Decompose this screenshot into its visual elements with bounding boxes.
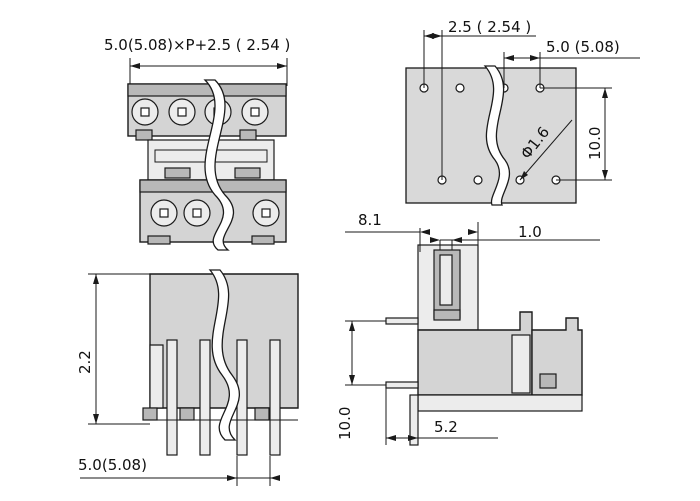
pcb-height-label: 10.0 (586, 127, 604, 160)
side-offset-label: 1.0 (518, 223, 542, 241)
front-pitch-label: 5.0(5.08) (78, 456, 147, 474)
top-view: 5.0(5.08)×P+2.5 ( 2.54 ) (104, 36, 290, 251)
pcb-layout-view: 2.5 ( 2.54 ) 5.0 (5.08) 10.0 Φ1.6 (405, 18, 640, 206)
pcb-pitch-small-label: 2.5 ( 2.54 ) (448, 18, 531, 36)
top-width-label: 5.0(5.08)×P+2.5 ( 2.54 ) (104, 36, 290, 54)
pcb-pitch-large-label: 5.0 (5.08) (546, 38, 620, 56)
side-depth-label: 8.1 (358, 211, 382, 229)
front-height-label: 2.2 (76, 350, 94, 374)
side-pin-length-label: 10.0 (336, 407, 354, 440)
side-view: 8.1 1.0 10.0 5.2 (336, 211, 600, 446)
front-view: 2.2 5.0(5.08) (76, 269, 299, 486)
side-base-label: 5.2 (434, 418, 458, 436)
